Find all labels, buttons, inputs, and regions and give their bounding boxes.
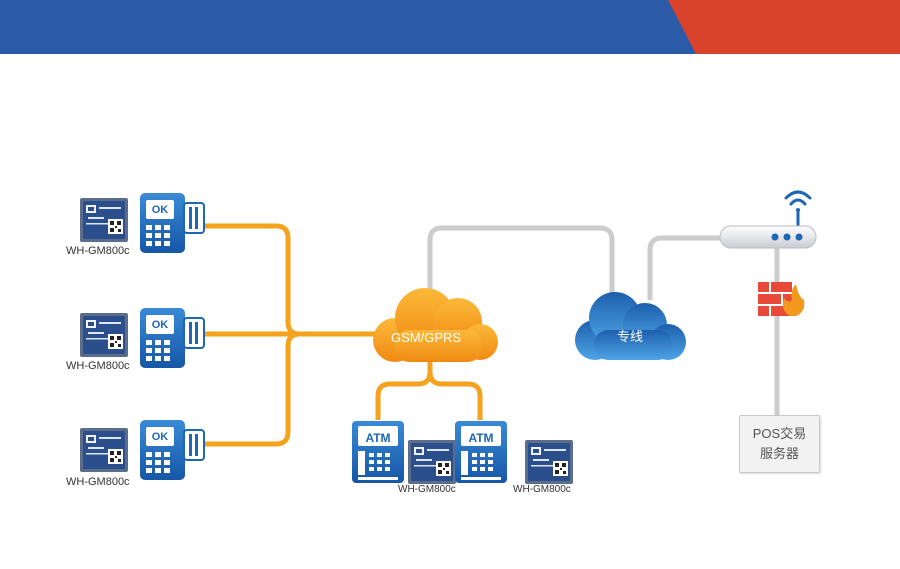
leased-line-cloud-icon [575,292,686,360]
wifi-icon [784,190,812,230]
gsm-module-icon [80,428,128,472]
module-label: WH-GM800c [398,484,456,495]
pos-terminal-icon [139,192,205,254]
leased-line-links [427,225,780,416]
pos-screen-label: OK [151,319,169,331]
router-icon [719,225,817,249]
firewall-icon [758,282,805,316]
pos-screen-label: OK [151,204,169,216]
module-label: WH-GM800c [513,484,571,495]
module-label: WH-GM800c [66,360,130,372]
gsm-cloud-icon [373,288,498,362]
pos-terminal-icon [139,419,205,481]
server-label-line1: POS交易 [752,426,807,441]
gsm-module-icon [80,198,128,242]
module-label: WH-GM800c [66,476,130,488]
top-banner [0,0,900,54]
leased-line-cloud-label: 专线 [617,329,644,344]
atm-screen-label: ATM [468,431,494,445]
gsm-module-icon [408,440,456,484]
pos-screen-label: OK [151,431,169,443]
atm-screen-label: ATM [365,431,391,445]
gsm-links [205,223,483,447]
gsm-module-icon [525,440,573,484]
pos-terminal-icon [139,307,205,369]
gsm-cloud-label: GSM/GPRS [391,330,462,345]
server-label-line2: 服务器 [759,446,799,461]
gsm-module-icon [80,313,128,357]
module-label: WH-GM800c [66,245,130,257]
pos-transaction-server: POS交易 服务器 [739,415,820,473]
